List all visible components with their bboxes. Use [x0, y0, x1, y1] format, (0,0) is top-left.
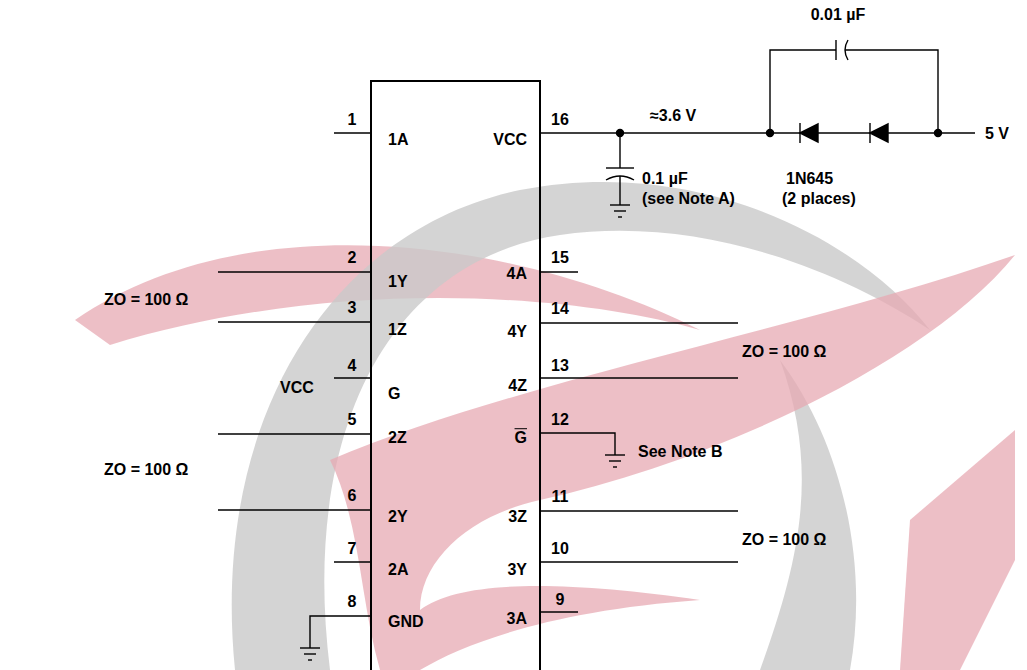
pin-name: 1Z: [388, 321, 407, 339]
pin-wire: [541, 271, 578, 272]
watermark-swoosh: [330, 255, 1015, 670]
diode-symbol: [800, 124, 818, 142]
pin-wire: [218, 433, 370, 434]
supply-wire: [541, 132, 800, 133]
capacitor-wire: [619, 133, 620, 168]
pin-number: 4: [348, 357, 357, 375]
ground-symbols: [300, 205, 630, 660]
pin-number: 5: [348, 411, 357, 429]
diode-bar: [799, 123, 800, 143]
pin-wire: [541, 322, 738, 323]
capacitor-plate: [606, 167, 634, 168]
pin-wire: [541, 510, 738, 511]
voltage-label: ≈3.6 V: [650, 107, 696, 125]
pin-number: 7: [348, 540, 357, 558]
junction-dot: [617, 130, 624, 137]
impedance-label: ZO = 100 Ω: [104, 291, 188, 309]
pin-wire: [218, 271, 370, 272]
pin-number: 16: [551, 111, 569, 129]
pin-name: 4Z: [508, 377, 527, 395]
pin-name: G: [388, 385, 400, 403]
capacitor-wire: [770, 50, 836, 133]
ground-wire: [310, 616, 370, 648]
pin-name: 1A: [388, 131, 408, 149]
pin-name: 2Y: [388, 508, 408, 526]
pin-number: 15: [551, 249, 569, 267]
capacitor-wire: [619, 176, 620, 205]
pin-wire: [541, 377, 738, 378]
junction-dot: [767, 130, 774, 137]
pin-name: VCC: [493, 131, 527, 149]
pin-name: 2Z: [388, 429, 407, 447]
pin-wire: [541, 561, 738, 562]
capacitor-plate: [845, 40, 848, 60]
voltage-label: 5 V: [985, 125, 1009, 143]
pin-number: 1: [348, 111, 357, 129]
ic-package: 1A VCC 1Y 4A 1Z 4Y G 4Z 2Z G 2Y 3Z 2A 3Y GND 3A: [370, 80, 541, 670]
capacitor-plate: [835, 40, 836, 60]
capacitor-wire: [845, 50, 938, 133]
capacitor-value: 0.01 µF: [811, 6, 866, 24]
ground-wire: [541, 433, 615, 455]
note-reference: (see Note A): [642, 190, 735, 208]
impedance-label: ZO = 100 Ω: [742, 531, 826, 549]
diode-part-number: 1N645: [786, 170, 833, 188]
pin-name: GND: [388, 613, 424, 631]
pin-number: 2: [348, 249, 357, 267]
pin-number: 8: [348, 593, 357, 611]
impedance-label: ZO = 100 Ω: [742, 343, 826, 361]
note-text: (2 places): [782, 190, 856, 208]
note-reference: See Note B: [638, 443, 722, 461]
capacitor-value: 0.1 µF: [642, 170, 688, 188]
supply-label: VCC: [280, 379, 314, 397]
pin-number: 9: [556, 591, 565, 609]
pin-name: 3Y: [507, 561, 527, 579]
pin-name: 3Z: [508, 508, 527, 526]
pin-wire: [334, 561, 370, 562]
pin-name: 3A: [507, 610, 527, 628]
pin-name: 2A: [388, 561, 408, 579]
pin-number: 14: [551, 300, 569, 318]
pin-wire: [541, 611, 578, 612]
pin-wire: [218, 321, 370, 322]
diode-symbol: [870, 124, 888, 142]
pin-wire: [334, 377, 370, 378]
pin-number: 3: [348, 299, 357, 317]
watermark-swoosh: [900, 430, 1015, 670]
pin-number: 11: [552, 488, 569, 506]
pin-wire: [334, 132, 370, 133]
pin-wire: [218, 509, 370, 510]
impedance-label: ZO = 100 Ω: [104, 461, 188, 479]
pin-name: 4Y: [507, 323, 527, 341]
pin-name: 4A: [507, 265, 527, 283]
pin-number: 10: [551, 540, 569, 558]
pin-number: 12: [551, 411, 569, 429]
diode-bar: [869, 123, 870, 143]
supply-wire: [818, 132, 870, 133]
pin-name: G: [515, 429, 527, 447]
pin-number: 13: [551, 357, 569, 375]
supply-wire: [888, 132, 975, 133]
junction-dot: [935, 130, 942, 137]
pin-name: 1Y: [388, 273, 408, 291]
pin-number: 6: [348, 487, 357, 505]
